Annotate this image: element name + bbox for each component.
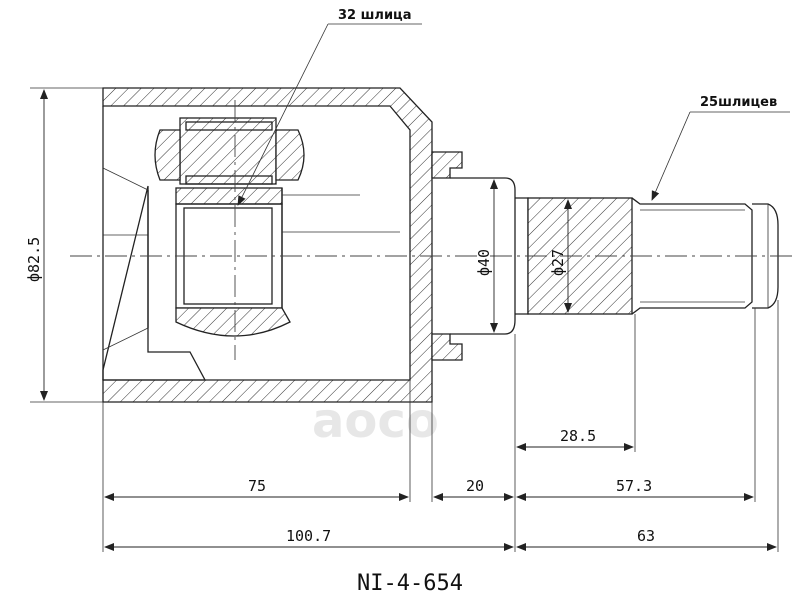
bottom-dimension-row: 100.7 63: [104, 527, 777, 551]
neck-diameter-dimension: ф40: [475, 179, 498, 333]
neck-length-label: 20: [466, 477, 484, 495]
callout-25-spline: 25шлицев: [651, 95, 790, 201]
spline-length-label: 28.5: [560, 427, 596, 445]
body-total-label: 100.7: [286, 527, 331, 545]
housing-length-label: 75: [248, 477, 266, 495]
callout-32-spline: 32 шлица: [237, 8, 422, 206]
outer-diameter-dimension: ф82.5: [25, 87, 103, 403]
shaft-length-label: 57.3: [616, 477, 652, 495]
shaft-total-label: 63: [637, 527, 655, 545]
outer-housing: [102, 87, 433, 403]
shaft-diameter-dimension: ф27: [549, 199, 572, 313]
neck-diameter-label: ф40: [475, 249, 493, 276]
shaft-diameter-label: ф27: [549, 249, 567, 276]
callout-32-spline-label: 32 шлица: [338, 8, 411, 23]
middle-dimension-row: 75 20 57.3: [104, 477, 754, 501]
extension-lines: [102, 300, 779, 552]
outer-diameter-label: ф82.5: [25, 237, 43, 282]
inner-tripod: [154, 117, 400, 337]
spline-length-dimension: 28.5: [516, 427, 634, 451]
part-number: NI-4-654: [357, 571, 463, 596]
callout-25-spline-label: 25шлицев: [700, 95, 777, 110]
